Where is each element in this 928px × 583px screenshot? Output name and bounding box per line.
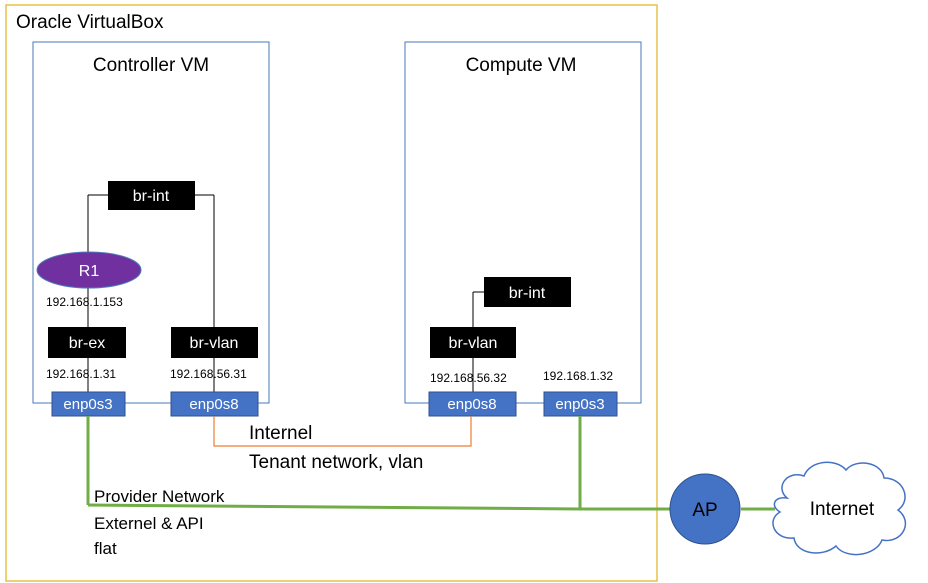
provider-network-label-1: Provider Network xyxy=(94,487,225,506)
router-r1-label: R1 xyxy=(79,263,100,280)
compute-vm-title: Compute VM xyxy=(466,55,577,76)
controller-nic-enp0s3-label: enp0s3 xyxy=(63,396,112,413)
controller-br-ex-label: br-ex xyxy=(69,335,105,352)
compute-nic-enp0s8-label: enp0s8 xyxy=(447,396,496,413)
internet-label: Internet xyxy=(810,499,875,520)
compute-br-int xyxy=(484,277,571,307)
controller-br-ex-ip: 192.168.1.31 xyxy=(46,367,116,381)
tenant-network-label-1: Internel xyxy=(249,423,312,444)
compute-nic-enp0s3 xyxy=(543,391,618,417)
compute-br-vlan-ip: 192.168.56.32 xyxy=(430,371,507,385)
compute-br-int-label: br-int xyxy=(509,285,546,302)
internet-cloud-icon xyxy=(772,461,907,556)
router-r1 xyxy=(36,251,142,289)
compute-br-vlan-label: br-vlan xyxy=(449,335,498,352)
provider-network-label-3: flat xyxy=(94,539,117,558)
access-point-label: AP xyxy=(692,500,717,521)
compute-br-vlan xyxy=(430,327,516,358)
controller-nic-enp0s8 xyxy=(170,391,259,417)
controller-br-int-label: br-int xyxy=(133,188,170,205)
compute-nic-enp0s8 xyxy=(428,391,517,417)
provider-network-label-2: Externel & API xyxy=(94,514,204,533)
controller-br-ex xyxy=(48,327,126,358)
controller-vm-title: Controller VM xyxy=(93,55,209,76)
controller-br-vlan-ip: 192.168.56.31 xyxy=(170,367,247,381)
tenant-network-label-2: Tenant network, vlan xyxy=(249,452,423,473)
controller-br-int xyxy=(108,181,195,210)
tenant-network-line xyxy=(213,416,472,447)
compute-nic-enp0s3-label: enp0s3 xyxy=(555,396,604,413)
controller-nic-enp0s8-label: enp0s8 xyxy=(189,396,238,413)
router-r1-ip: 192.168.1.153 xyxy=(46,295,123,309)
compute-nic-enp0s3-ip: 192.168.1.32 xyxy=(543,369,613,383)
access-point xyxy=(669,473,741,545)
controller-vm-frame xyxy=(32,41,270,404)
controller-br-vlan xyxy=(171,327,258,358)
provider-network-line xyxy=(87,503,670,511)
virtualbox-frame xyxy=(5,4,658,582)
compute-vm-frame xyxy=(404,41,642,404)
virtualbox-title: Oracle VirtualBox xyxy=(16,12,164,33)
controller-br-vlan-label: br-vlan xyxy=(190,335,239,352)
